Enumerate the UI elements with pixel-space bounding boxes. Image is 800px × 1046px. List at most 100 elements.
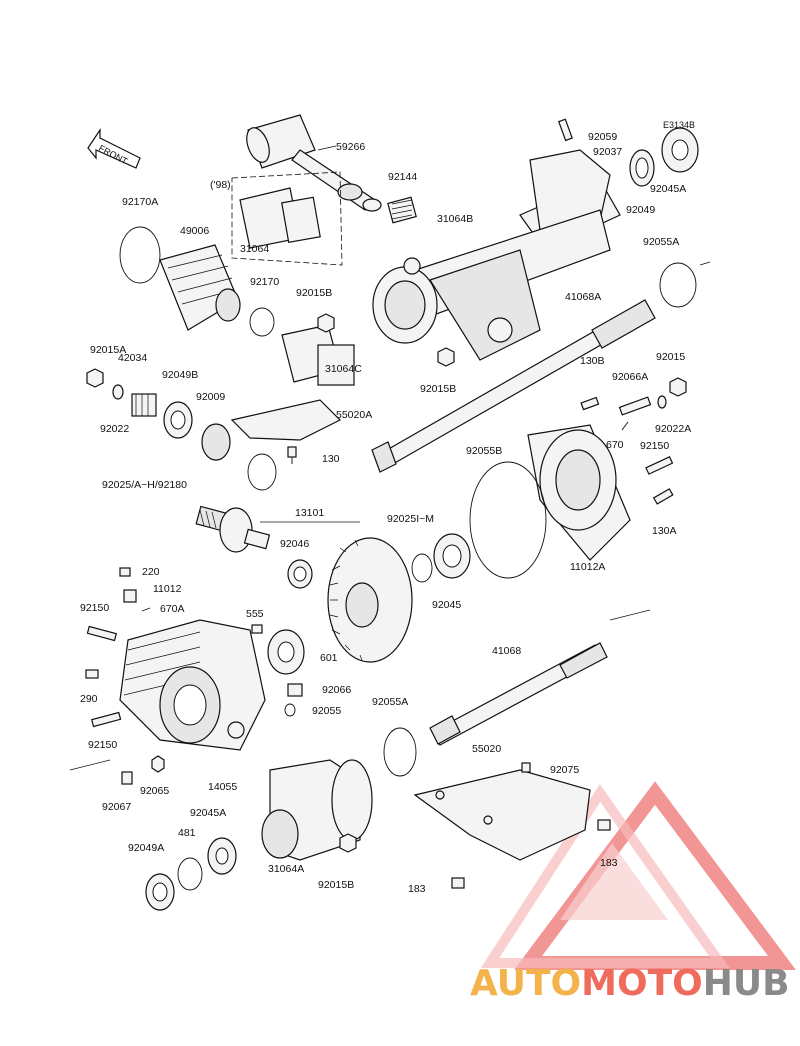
spring-92144 bbox=[387, 196, 417, 224]
label-555: 555 bbox=[246, 608, 264, 620]
plug-92067 bbox=[121, 771, 133, 785]
label-92015A: 92015A bbox=[90, 344, 126, 356]
bolt-183-left bbox=[451, 877, 465, 889]
label-130A: 130A bbox=[652, 525, 677, 537]
stud-92150-left bbox=[86, 625, 118, 642]
label-92045: 92045 bbox=[432, 599, 461, 611]
label-31064C: 31064C bbox=[325, 363, 362, 375]
label-130: 130 bbox=[322, 453, 340, 465]
clamp-92170A bbox=[119, 226, 161, 284]
label-92049B: 92049B bbox=[162, 369, 198, 381]
nut-92015B-top bbox=[317, 313, 335, 333]
shim-92025I-M bbox=[411, 553, 433, 583]
tube-31064C bbox=[281, 324, 355, 386]
front-arrow-icon: FRONT bbox=[87, 128, 141, 169]
label-55020A: 55020A bbox=[336, 409, 372, 421]
bearing-92045A-bottom bbox=[207, 837, 237, 875]
clamp-92170 bbox=[249, 307, 275, 337]
label-13101: 13101 bbox=[295, 507, 324, 519]
watermark-text: AUTOMOTOHUB bbox=[470, 963, 790, 1004]
stud-92150-left2 bbox=[90, 711, 122, 728]
bearing-92046 bbox=[287, 559, 313, 589]
label-92015B-mid: 92015B bbox=[420, 383, 456, 395]
label-92065: 92065 bbox=[140, 785, 169, 797]
circlip-481 bbox=[177, 857, 203, 891]
stud-92066A bbox=[618, 396, 652, 416]
label-92150-left: 92150 bbox=[80, 602, 109, 614]
bearing-92045A-top bbox=[661, 127, 699, 173]
label-670A: 670A bbox=[160, 603, 185, 615]
label-11012A: 11012A bbox=[570, 561, 605, 573]
label-92022A: 92022A bbox=[655, 423, 691, 435]
housing-31064A bbox=[261, 759, 373, 861]
label-31064: 31064 bbox=[240, 243, 269, 255]
label-31064B: 31064B bbox=[437, 213, 473, 225]
label-14055: 14055 bbox=[208, 781, 237, 793]
pin-92059 bbox=[557, 118, 573, 142]
label-92025: 92025/A~H/92180 bbox=[102, 479, 187, 491]
label-670: 670 bbox=[606, 439, 624, 451]
label-41068A: 41068A bbox=[565, 291, 601, 303]
guard-55020 bbox=[413, 769, 591, 861]
label-130B: 130B bbox=[580, 355, 605, 367]
label-220: 220 bbox=[142, 566, 160, 578]
label-601: 601 bbox=[320, 652, 338, 664]
bolt-220 bbox=[119, 567, 131, 577]
watermark-logo bbox=[480, 781, 796, 970]
label-92009: 92009 bbox=[196, 391, 225, 403]
label-92022: 92022 bbox=[100, 423, 129, 435]
guard-55020A bbox=[230, 399, 342, 441]
label-92067: 92067 bbox=[102, 801, 131, 813]
label-183-left: 183 bbox=[408, 883, 426, 895]
label-183-right: 183 bbox=[600, 857, 618, 869]
bolt-183-right bbox=[597, 819, 611, 831]
ring-92009 bbox=[201, 423, 231, 461]
washer-92022A bbox=[657, 395, 667, 409]
year-98-box bbox=[231, 171, 343, 266]
ring-gear bbox=[327, 537, 413, 663]
label-92066A: 92066A bbox=[612, 371, 648, 383]
ref-code: E3134B bbox=[663, 120, 695, 130]
bolt-290 bbox=[85, 669, 99, 679]
pin-670A bbox=[141, 607, 151, 612]
label-92066: 92066 bbox=[322, 684, 351, 696]
label-41068: 41068 bbox=[492, 645, 521, 657]
o-ring-92055 bbox=[284, 703, 296, 717]
nut-92015 bbox=[669, 377, 687, 397]
label-92049A: 92049A bbox=[128, 842, 164, 854]
label-290: 290 bbox=[80, 693, 98, 705]
label-55020: 55020 bbox=[472, 743, 501, 755]
label-92045A-bottom: 92045A bbox=[190, 807, 226, 819]
axle-shaft-41068A bbox=[371, 299, 656, 473]
nut-92015B-bottom bbox=[339, 833, 357, 853]
boot-49006 bbox=[159, 244, 241, 331]
bearing-92045 bbox=[433, 533, 471, 579]
drive-shaft-59266 bbox=[246, 114, 382, 212]
label-92046: 92046 bbox=[280, 538, 309, 550]
label-92075: 92075 bbox=[550, 764, 579, 776]
o-ring-92055A-top bbox=[659, 262, 697, 308]
axle-housing-31064B bbox=[372, 149, 621, 361]
label-31064A: 31064A bbox=[268, 863, 304, 875]
shim-92025 bbox=[247, 453, 277, 491]
nut-92015A bbox=[86, 368, 104, 388]
label-92025I-M: 92025I~M bbox=[387, 513, 434, 525]
label-92150-left2: 92150 bbox=[88, 739, 117, 751]
nut-92065 bbox=[151, 755, 165, 773]
year-label: ('98) bbox=[210, 179, 231, 191]
label-92015B-bottom: 92015B bbox=[318, 879, 354, 891]
pinion-13101 bbox=[195, 505, 271, 553]
washer-92022 bbox=[112, 384, 124, 400]
label-92055: 92055 bbox=[312, 705, 341, 717]
o-ring-92055B bbox=[469, 461, 547, 579]
plug-92066 bbox=[287, 683, 303, 697]
label-92055B: 92055B bbox=[466, 445, 502, 457]
label-92144: 92144 bbox=[388, 171, 417, 183]
bolt-130 bbox=[287, 446, 297, 464]
stud-92150-right bbox=[645, 455, 674, 475]
label-92055A-top: 92055A bbox=[643, 236, 679, 248]
label-92055A-bottom: 92055A bbox=[372, 696, 408, 708]
label-92045A-top: 92045A bbox=[650, 183, 686, 195]
label-11012: 11012 bbox=[153, 583, 182, 595]
